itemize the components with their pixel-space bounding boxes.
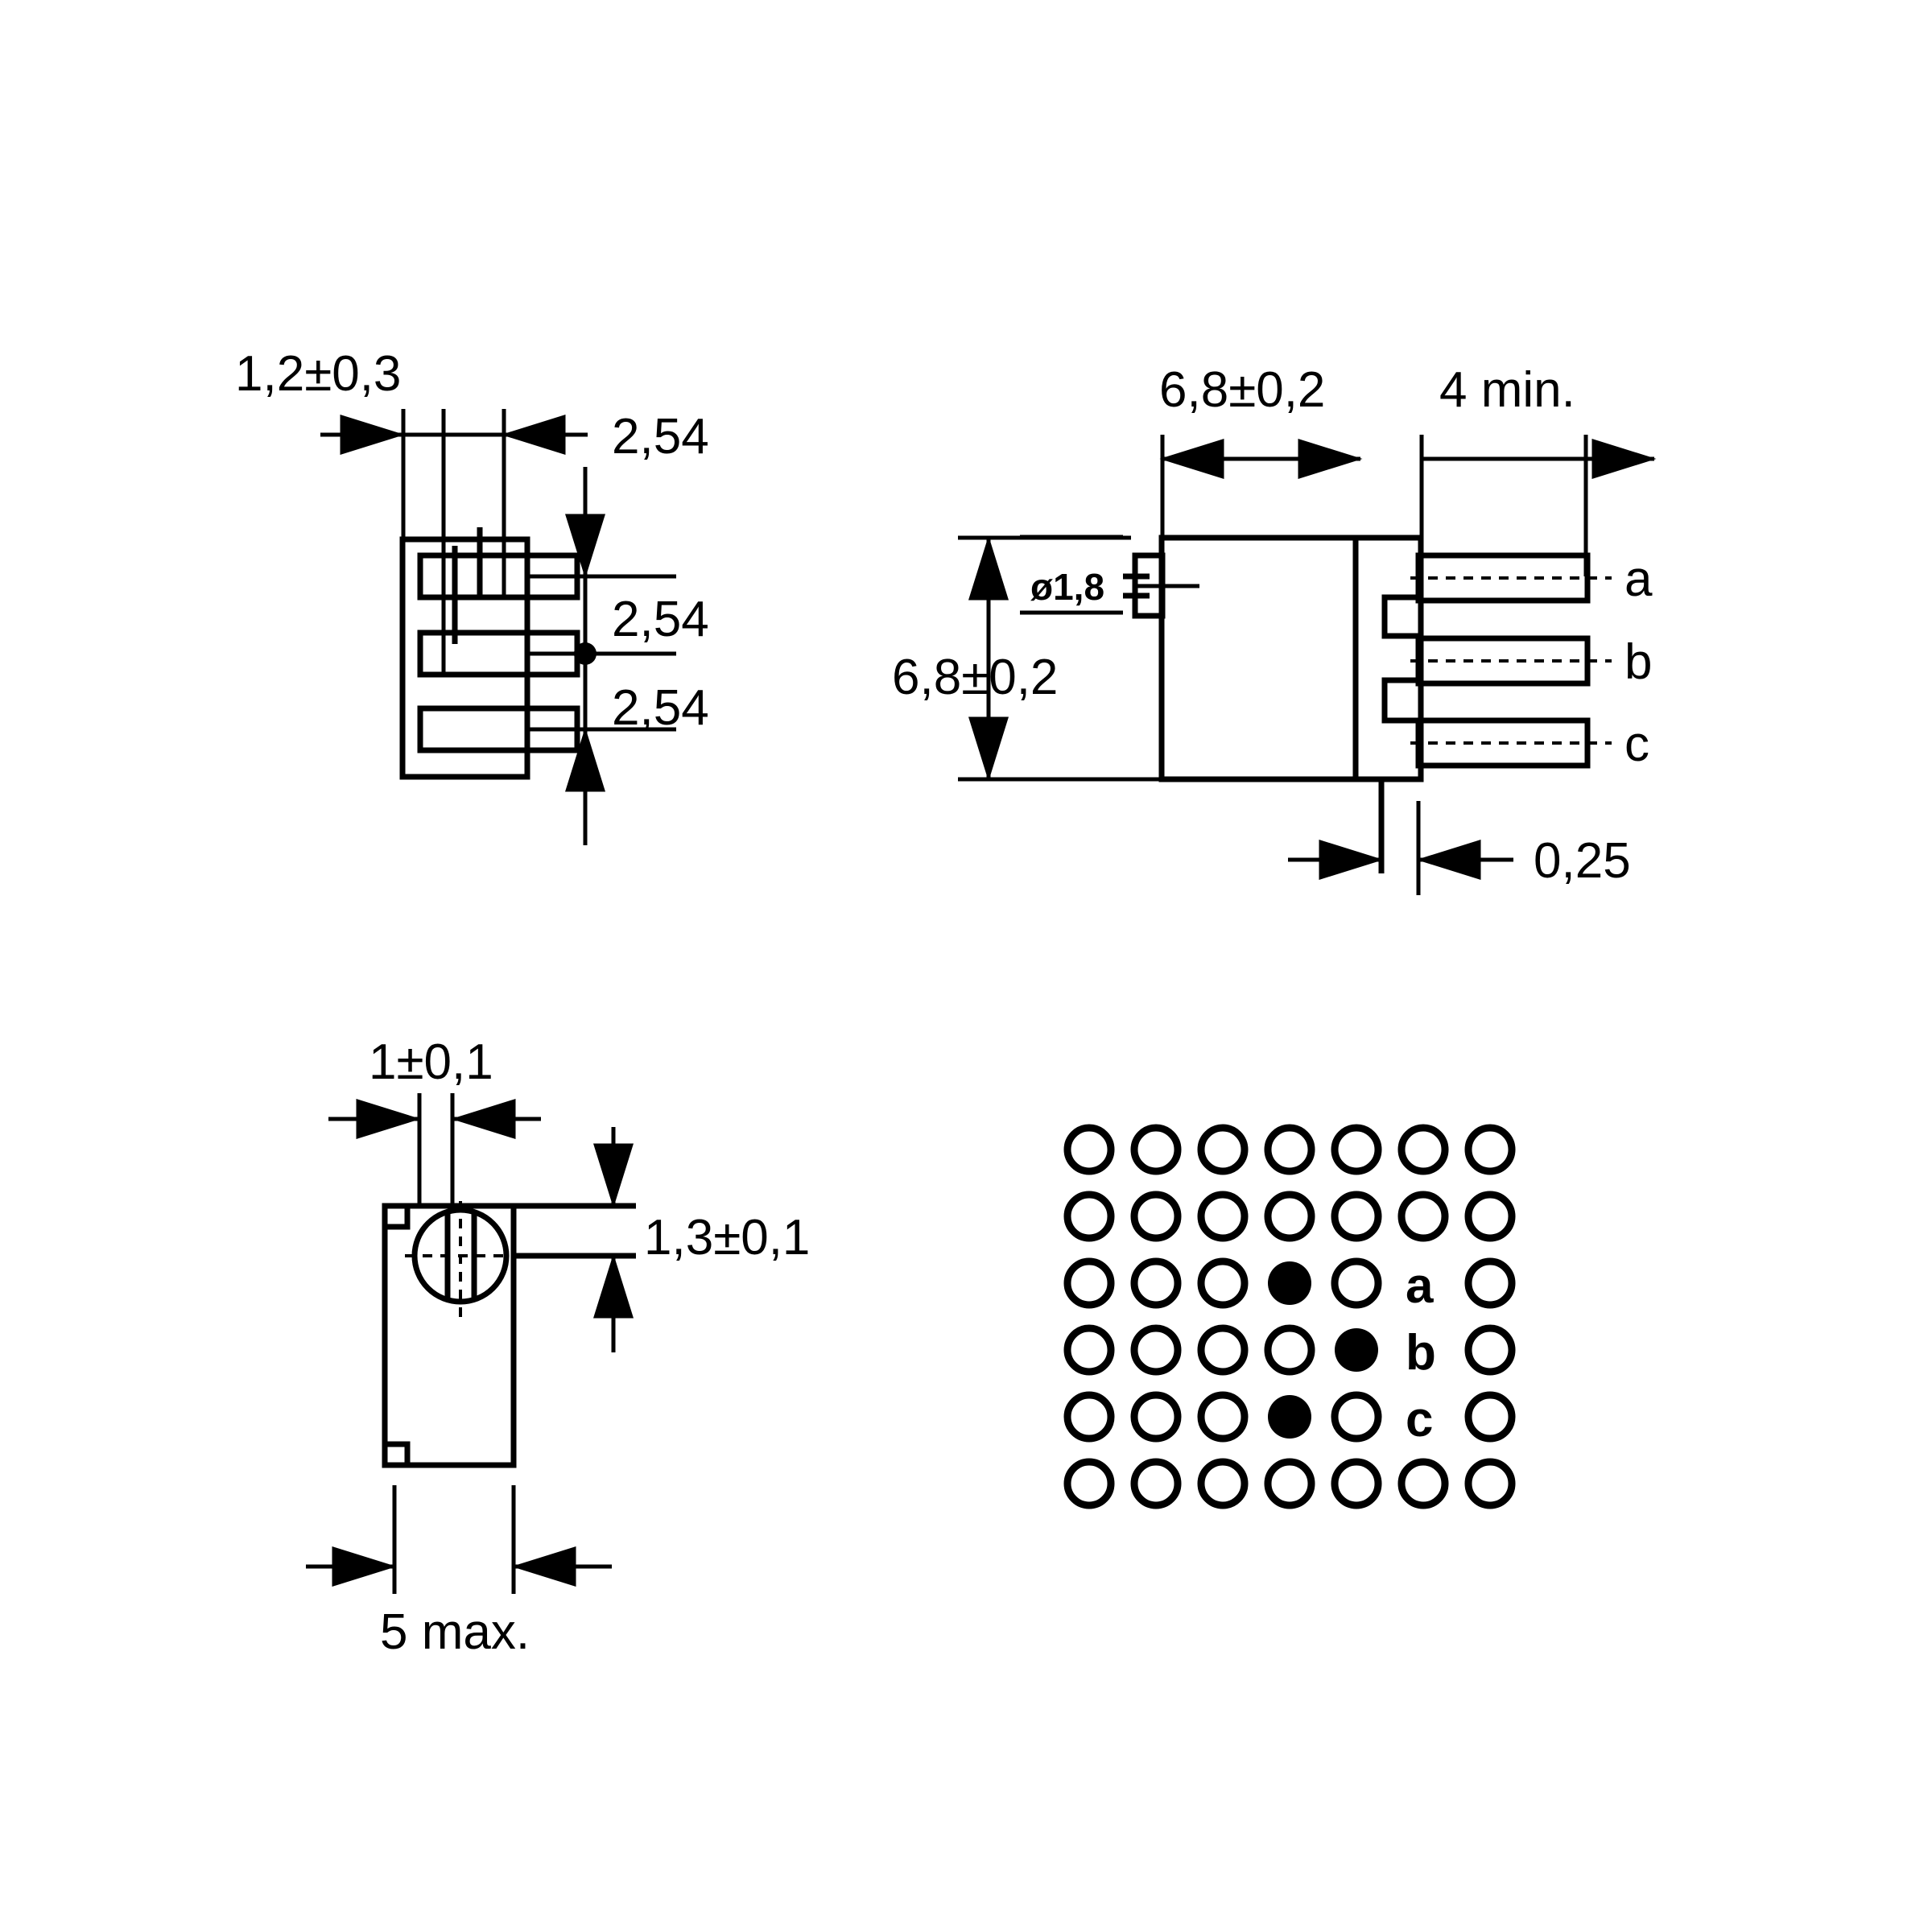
body-step-upper [1381,594,1421,639]
pcb-pad-open [1063,1324,1115,1376]
pcb-pad-open [1331,1391,1382,1443]
pcb-pad-open [1331,1458,1382,1509]
pcb-pad-open [1264,1191,1315,1242]
pcb-pad-open [1197,1458,1249,1509]
pcb-pad-open [1464,1191,1516,1242]
pcb-pad-open [1197,1257,1249,1309]
view-bottom-left: 1±0,1 1,3±0,1 5 max. [306,1034,810,1660]
pcb-pad-open [1063,1257,1115,1309]
pcb-pad-open [1331,1257,1382,1309]
pcb-pad-open [1130,1324,1182,1376]
pcb-pad-filled [1268,1261,1311,1305]
dim-label-body-height: 6,8±0,2 [892,650,1058,705]
body-outline-plan [1158,535,1424,782]
pin-label-c: c [1624,716,1649,772]
pcb-pad-open [1464,1391,1516,1443]
pcb-pad-open [1130,1458,1182,1509]
dim-label-pitch-bot: 2,54 [612,680,709,736]
pcb-pad-open [1130,1257,1182,1309]
dim-label-lead-width: 0,25 [1534,833,1631,889]
pcb-pad-open [1264,1458,1315,1509]
lead-a [1410,552,1612,604]
dim-label-depth-max: 5 max. [380,1604,530,1660]
pcb-pad-open [1397,1458,1449,1509]
dim-label-shaft-dia: ø1,8 [1030,566,1104,608]
dim-label-lead-min: 4 min. [1439,362,1575,418]
view-top-right: 6,8±0,2 4 min. ø1,8 6,8±0,2 0,25 a b c [892,362,1657,895]
pcb-pad-open [1063,1391,1115,1443]
pcb-pad-open [1464,1124,1516,1175]
pcb-pad-open [1264,1324,1315,1376]
pad-grid-label: b [1406,1325,1436,1381]
pcb-pad-filled [1335,1328,1378,1372]
dim-chain-dot [574,642,597,665]
pcb-pad-open [1063,1191,1115,1242]
pad-grid-label: c [1406,1392,1433,1447]
corner-notch-top [382,1203,411,1230]
pcb-pad-open [1397,1191,1449,1242]
pcb-pad-open [1331,1124,1382,1175]
body-step-lower [1381,677,1421,724]
pcb-pad-open [1197,1191,1249,1242]
view-top-left: 1,2±0,3 2,54 2,54 2,54 [235,346,709,845]
pcb-pad-open [1464,1257,1516,1309]
pcb-pad-open [1464,1324,1516,1376]
pad-grid-label: a [1406,1258,1434,1314]
pcb-pad-open [1063,1458,1115,1509]
pcb-pad-open [1130,1124,1182,1175]
pin-label-b: b [1624,634,1652,690]
pcb-pad-open [1197,1324,1249,1376]
body-outline-front [382,1203,517,1468]
lead-b [1410,635,1612,687]
lead-c [1410,717,1612,769]
body-outline-side [399,536,530,780]
pcb-pad-open [1331,1191,1382,1242]
dim-label-lead-thickness: 1,2±0,3 [235,346,401,402]
view-pcb-pad-grid: abc [1063,1124,1516,1509]
pin-label-a: a [1624,551,1653,607]
pcb-pad-open [1464,1458,1516,1509]
pcb-pad-filled [1268,1395,1311,1439]
pcb-pad-open [1397,1124,1449,1175]
dim-label-slot-from-top: 1,3±0,1 [644,1210,810,1265]
dim-label-pitch-top: 2,54 [612,409,709,464]
dim-label-pitch-mid: 2,54 [612,592,709,647]
pcb-pad-open [1197,1391,1249,1443]
dim-label-body-width: 6,8±0,2 [1159,362,1325,418]
pcb-pad-open [1130,1191,1182,1242]
dim-label-slot-width: 1±0,1 [369,1034,493,1090]
pcb-pad-open [1063,1124,1115,1175]
pcb-pad-open [1197,1124,1249,1175]
pcb-pad-open [1130,1391,1182,1443]
corner-notch-bottom [382,1441,411,1468]
pcb-pad-open [1264,1124,1315,1175]
